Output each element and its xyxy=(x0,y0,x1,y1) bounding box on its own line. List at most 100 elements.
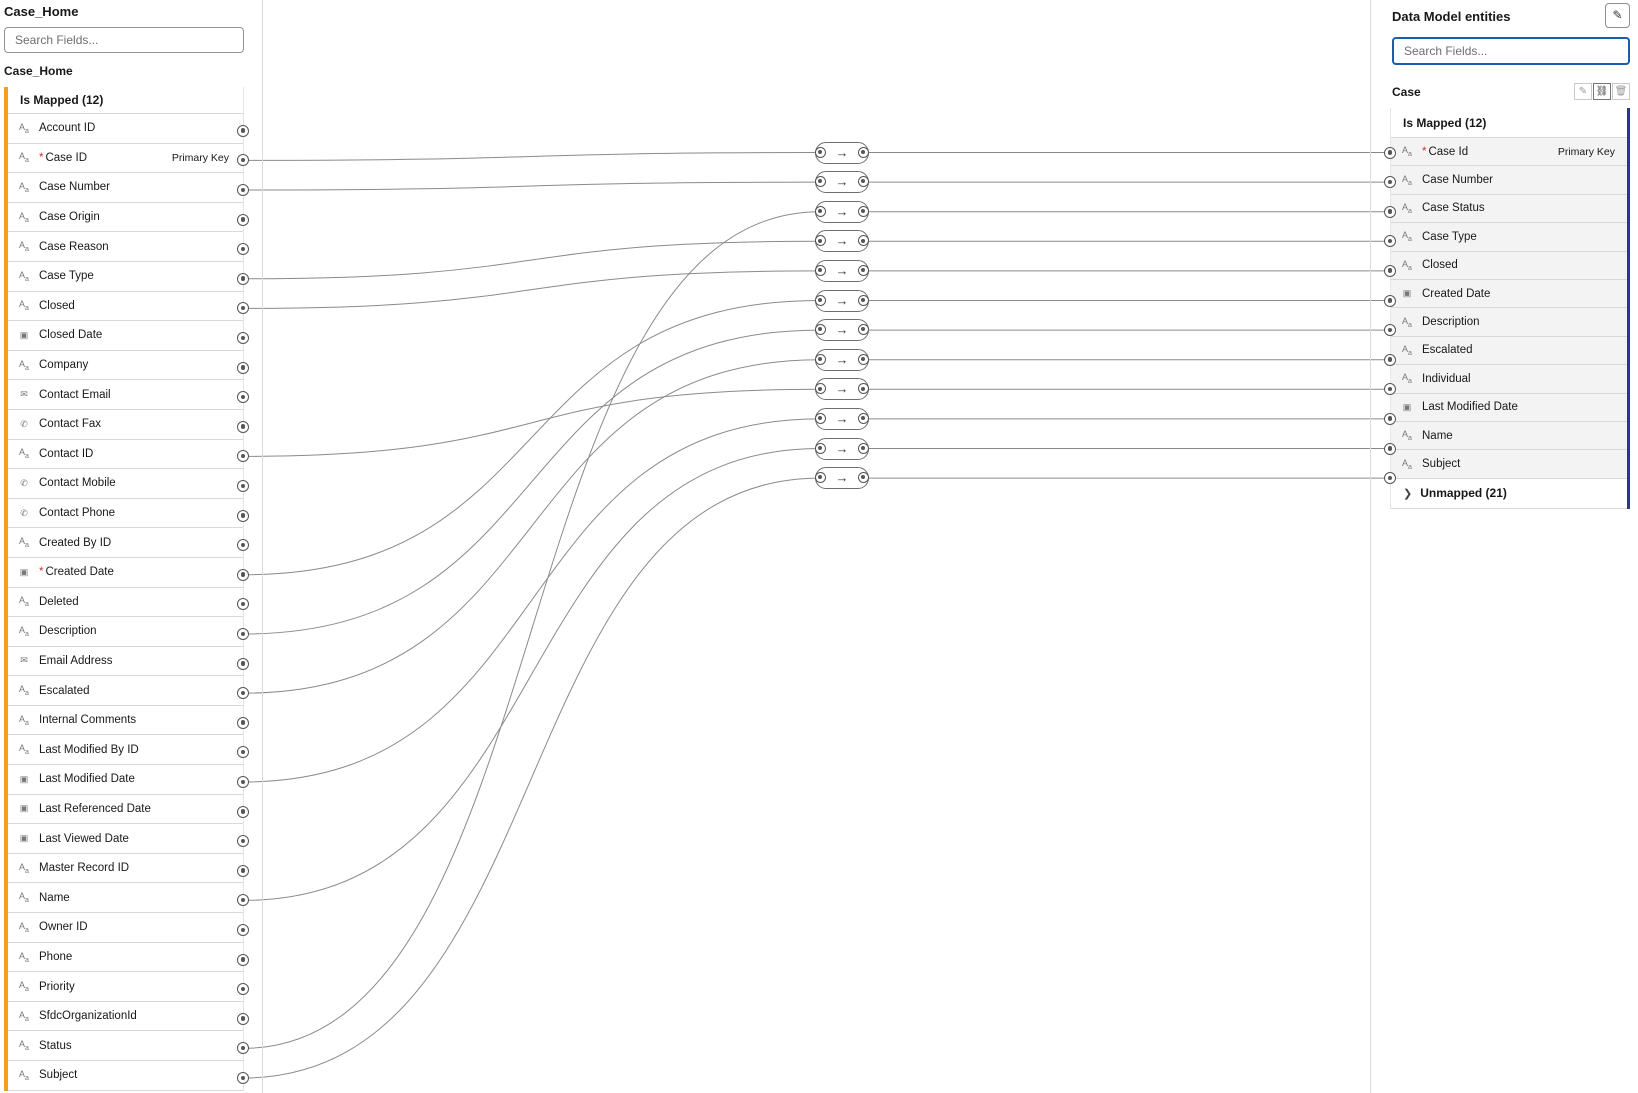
connector-output-port[interactable] xyxy=(858,472,869,484)
source-port[interactable] xyxy=(237,894,249,907)
source-port[interactable] xyxy=(237,332,249,344)
source-port[interactable] xyxy=(237,835,249,848)
source-port[interactable] xyxy=(237,272,249,285)
source-port[interactable] xyxy=(237,805,249,818)
target-port[interactable] xyxy=(1384,472,1396,485)
mapping-connector[interactable]: → xyxy=(815,289,869,312)
source-group-header[interactable]: Is Mapped (12) xyxy=(8,87,243,114)
source-port[interactable] xyxy=(237,657,249,670)
mapping-connector[interactable]: → xyxy=(815,259,869,282)
left-field-row[interactable]: ✆Contact Fax xyxy=(8,409,243,440)
connector-output-port[interactable] xyxy=(858,442,869,454)
target-group-header[interactable]: Is Mapped (12) xyxy=(1391,108,1627,138)
source-port[interactable] xyxy=(237,391,249,404)
source-port[interactable] xyxy=(237,450,249,463)
mapping-connector[interactable]: → xyxy=(815,467,869,490)
connector-input-port[interactable] xyxy=(815,176,826,188)
connector-input-port[interactable] xyxy=(815,353,826,365)
connector-output-port[interactable] xyxy=(858,294,869,306)
target-port[interactable] xyxy=(1384,383,1396,396)
left-field-row[interactable]: ✉Contact Email xyxy=(8,380,243,410)
mapping-connector[interactable]: → xyxy=(815,200,869,223)
source-port[interactable] xyxy=(237,628,249,640)
source-port[interactable] xyxy=(237,243,249,256)
unmapped-group-toggle[interactable]: ❯ Unmapped (21) xyxy=(1391,478,1627,509)
source-port[interactable] xyxy=(237,213,249,226)
mapping-connector[interactable]: → xyxy=(815,407,869,430)
connector-input-port[interactable] xyxy=(815,264,826,276)
source-port[interactable] xyxy=(237,746,249,759)
target-port[interactable] xyxy=(1384,412,1396,425)
source-port[interactable] xyxy=(237,124,249,137)
connector-output-port[interactable] xyxy=(858,205,869,217)
connector-input-port[interactable] xyxy=(815,235,826,247)
left-field-row[interactable]: ▣Closed Date xyxy=(8,321,243,351)
source-port[interactable] xyxy=(237,302,249,315)
target-search-input[interactable] xyxy=(1392,37,1630,65)
source-port[interactable] xyxy=(237,1042,249,1055)
target-port[interactable] xyxy=(1384,176,1396,189)
connector-input-port[interactable] xyxy=(815,442,826,454)
target-port[interactable] xyxy=(1384,235,1396,248)
mapping-connector[interactable]: → xyxy=(815,319,869,342)
source-port[interactable] xyxy=(237,924,249,936)
mapping-connector[interactable]: → xyxy=(815,437,869,460)
mapping-connector[interactable]: → xyxy=(815,230,869,253)
connector-output-port[interactable] xyxy=(858,383,869,395)
right-field-row[interactable]: ▣Last Modified Date xyxy=(1391,393,1627,422)
left-field-row[interactable]: ▣*Created Date xyxy=(8,557,243,588)
source-port[interactable] xyxy=(237,983,249,996)
connector-output-port[interactable] xyxy=(858,146,869,158)
right-field-row[interactable]: ▣Created Date xyxy=(1391,279,1627,309)
connector-input-port[interactable] xyxy=(815,324,826,336)
source-port[interactable] xyxy=(237,361,249,374)
left-field-row[interactable]: ✆Contact Phone xyxy=(8,498,243,529)
source-port[interactable] xyxy=(237,1012,249,1025)
source-port[interactable] xyxy=(237,420,249,433)
target-port[interactable] xyxy=(1384,442,1396,455)
mapping-connector[interactable]: → xyxy=(815,348,869,371)
source-port[interactable] xyxy=(237,509,249,522)
connector-input-port[interactable] xyxy=(815,146,826,158)
source-port[interactable] xyxy=(237,864,249,877)
source-port[interactable] xyxy=(237,716,249,729)
delete-entity-button[interactable]: 🗑 xyxy=(1612,83,1630,100)
left-field-row[interactable]: ▣Last Referenced Date xyxy=(8,794,243,825)
target-port[interactable] xyxy=(1384,205,1396,218)
connector-input-port[interactable] xyxy=(815,383,826,395)
source-port[interactable] xyxy=(237,480,249,492)
source-port[interactable] xyxy=(237,539,249,552)
source-port[interactable] xyxy=(237,1072,249,1084)
link-entity-button[interactable]: ⛓ xyxy=(1593,83,1611,100)
left-field-row[interactable]: ✆Contact Mobile xyxy=(8,469,243,499)
connector-input-port[interactable] xyxy=(815,472,826,484)
target-port[interactable] xyxy=(1384,146,1396,159)
connector-output-port[interactable] xyxy=(858,412,869,424)
target-port[interactable] xyxy=(1384,264,1396,277)
